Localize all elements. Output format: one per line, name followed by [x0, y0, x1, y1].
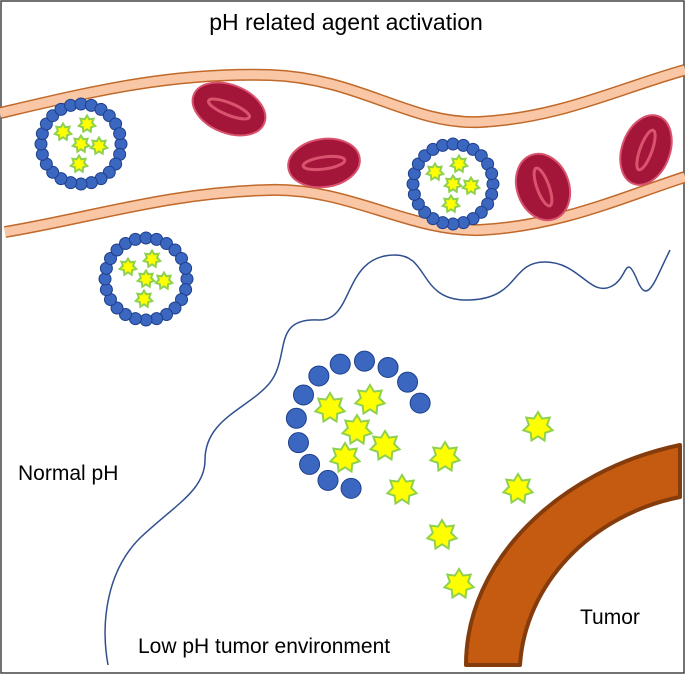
star-icon [153, 270, 175, 291]
lipid-bead [139, 231, 153, 245]
lipid-bead [110, 301, 124, 315]
star-icon [424, 161, 446, 182]
red-blood-cell-icon [191, 81, 267, 137]
star-icon [385, 473, 419, 506]
lipid-bead [377, 356, 399, 378]
red-blood-cells [191, 81, 673, 222]
lipid-bead [110, 243, 124, 257]
star-icon [52, 121, 74, 142]
blood-vessel [0, 64, 685, 238]
lipid-bead [175, 293, 189, 306]
lipid-bead [113, 127, 127, 141]
star-icon [313, 391, 347, 424]
lipid-bead [179, 261, 193, 275]
lipid-bead [168, 243, 182, 257]
lipid-bead [353, 350, 375, 372]
star-icon [521, 410, 555, 443]
star-icon [117, 256, 139, 277]
star-icon [501, 472, 535, 505]
lipid-bead [128, 232, 142, 246]
low-ph-tumor-environment-label: Low pH tumor environment [138, 635, 390, 658]
opened-nanocarrier [285, 350, 431, 499]
star-icon [328, 441, 362, 474]
star-icon [141, 248, 163, 269]
lipid-bead [98, 272, 112, 286]
diagram-title: pH related agent activation [209, 9, 483, 35]
lipid-bead [397, 371, 419, 393]
red-blood-cell-icon [619, 114, 673, 186]
nanocarrier-icon [34, 97, 128, 191]
star-icon [442, 173, 464, 194]
star-icon [460, 175, 482, 196]
lipid-bead [329, 353, 351, 375]
lipid-bead [485, 167, 499, 181]
star-icon [442, 567, 476, 600]
star-icon [340, 413, 374, 446]
nanocarrier-icon [406, 137, 500, 231]
lipid-bead [150, 312, 164, 326]
lipid-bead [180, 272, 194, 286]
lipid-bead [103, 252, 117, 265]
released-agents [313, 383, 555, 600]
lipid-bead [287, 432, 309, 454]
lipid-bead [317, 469, 339, 491]
star-icon [70, 133, 92, 154]
lipid-bead [160, 236, 173, 250]
nanocarriers [34, 97, 500, 327]
lipid-bead [119, 308, 132, 322]
lipid-bead [308, 365, 330, 387]
tumor [464, 443, 682, 667]
red-blood-cell-icon [514, 152, 572, 222]
star-icon [135, 268, 157, 289]
lipid-bead [409, 392, 431, 414]
lipid-bead [168, 301, 182, 315]
lipid-bead [139, 313, 153, 327]
star-icon [428, 440, 462, 473]
star-icon [368, 429, 402, 462]
star-icon [353, 383, 387, 416]
lipid-bead [340, 477, 362, 499]
star-icon [88, 135, 110, 156]
red-blood-cell-icon [287, 137, 361, 189]
lipid-bead [99, 283, 113, 297]
star-icon [76, 113, 98, 134]
star-icon [133, 288, 155, 309]
star-icon [440, 193, 462, 214]
lipid-bead [292, 384, 314, 406]
star-icon [68, 153, 90, 174]
normal-ph-label: Normal pH [18, 462, 118, 485]
nanocarrier-icon [98, 231, 194, 327]
lipid-bead [299, 453, 321, 475]
lipid-bead [285, 407, 307, 429]
tumor-label: Tumor [580, 606, 640, 629]
star-icon [425, 518, 459, 551]
tumor-environment-boundary [104, 249, 671, 666]
star-icon [448, 153, 470, 174]
